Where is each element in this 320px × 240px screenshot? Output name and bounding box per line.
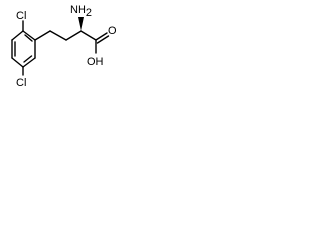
benzene-ring [11, 30, 36, 68]
atom-label-nh2-subscript: 2 [86, 7, 92, 19]
ring-bond-5 [11, 57, 24, 68]
atom-label-cl-bottom: Cl [16, 77, 26, 89]
ring-double-bond-2 [23, 55, 33, 63]
bond-c-o-double-2 [96, 35, 110, 44]
chemical-structure: Cl Cl NH2 OH O [11, 4, 117, 89]
atom-label-oh: OH [87, 56, 104, 68]
bond-ring-ch2 [34, 30, 51, 41]
wedge-bond-nh2 [78, 17, 84, 31]
ring-bond-2 [22, 30, 36, 41]
atom-label-nh2: NH2 [70, 4, 92, 19]
ring-bond-4 [22, 57, 36, 68]
ring-double-bond-1 [24, 34, 33, 42]
bond-ch2-ch2 [49, 30, 67, 41]
atom-label-cl-top: Cl [16, 10, 26, 22]
bond-calpha-cooh [80, 30, 97, 41]
atom-label-nh2-n: NH [70, 4, 86, 16]
ring-bond-1 [11, 30, 24, 41]
atom-label-carbonyl-o: O [108, 25, 117, 37]
bond-c-o-double-1 [95, 32, 108, 41]
bond-ch2-calpha [65, 30, 82, 41]
